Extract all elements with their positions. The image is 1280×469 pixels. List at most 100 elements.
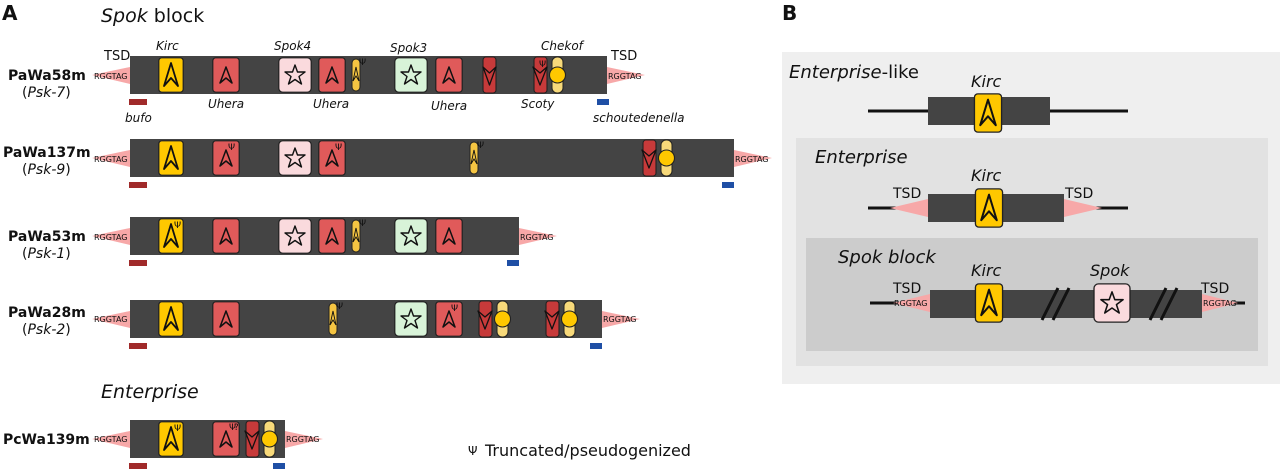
uhera-gene <box>435 57 463 93</box>
psk-label: (Psk-1) <box>22 246 71 262</box>
element-bar <box>130 56 607 94</box>
schoutedenella-marker <box>507 260 519 266</box>
tsd-label-right: TSD <box>1200 281 1229 297</box>
bufo-marker <box>129 343 147 349</box>
question-mark: ? <box>234 423 239 433</box>
spok-gene <box>278 218 312 254</box>
label-scoty: Scoty <box>521 97 555 111</box>
kirc-gene <box>975 284 1002 322</box>
motif-left: RGGTAG <box>94 435 127 444</box>
schoutedenella-marker <box>722 182 734 188</box>
element-bar <box>130 300 602 338</box>
schoutedenella-marker <box>273 463 285 469</box>
spok-gene <box>278 140 312 176</box>
spok3-gene <box>394 57 428 93</box>
spok-block-title: Spok block <box>101 5 204 27</box>
uhera-gene <box>212 140 240 176</box>
break-mark <box>1040 287 1179 321</box>
kirc-gene <box>157 300 185 338</box>
psi-mark: Ψ <box>335 143 342 153</box>
tsd-label-left: TSD <box>103 49 130 64</box>
motif-right: RGGTAG <box>286 435 319 444</box>
enterprise-title-b: Enterprise <box>815 147 908 168</box>
uhera-gene <box>435 301 463 337</box>
label-chekof: Chekof <box>541 39 585 53</box>
label-kirc: Kirc <box>971 72 1002 91</box>
tsd-label-right: TSD <box>1064 186 1093 202</box>
tsd-left-triangle <box>890 199 928 217</box>
psi-mark: Ψ <box>336 302 343 312</box>
label-uhera: Uhera <box>313 97 349 111</box>
psk-label: (Psk-2) <box>22 322 71 338</box>
row-pawa58m: PaWa58m (Psk-7) RGGTAG RGGTAG TSD TSD Ki… <box>8 39 685 125</box>
tsd-right-triangle <box>1064 199 1102 217</box>
label-kirc: Kirc <box>971 261 1002 280</box>
bufo-marker <box>129 182 147 188</box>
motif-left: RGGTAG <box>94 315 127 324</box>
label-schoutedenella: schoutedenella <box>593 111 685 125</box>
motif-left: RGGTAG <box>894 299 927 308</box>
label-bufo: bufo <box>125 111 152 125</box>
strain-name: PaWa53m <box>8 229 86 245</box>
psi-mark: Ψ <box>174 221 181 231</box>
row-pawa53m: PaWa53m (Psk-1) RGGTAG RGGTAG Ψ Ψ <box>8 217 557 266</box>
tsd-left-triangle <box>92 311 130 328</box>
schoutedenella-marker <box>597 99 609 105</box>
motif-left: RGGTAG <box>94 155 127 164</box>
uhera-gene <box>318 218 346 254</box>
tsd-right-triangle <box>285 431 323 448</box>
strain-name: PaWa58m <box>8 68 86 84</box>
psi-mark: Ψ <box>451 304 458 314</box>
uhera-gene <box>212 218 240 254</box>
tsd-right-triangle <box>519 228 557 245</box>
motif-right: RGGTAG <box>603 315 636 324</box>
uhera-gene <box>212 301 240 337</box>
kirc-gene <box>975 189 1002 227</box>
motif-right: RGGTAG <box>608 72 641 81</box>
schoutedenella-marker <box>590 343 602 349</box>
bufo-marker <box>129 99 147 105</box>
tsd-left-triangle <box>92 150 130 167</box>
psk-label: (Psk-9) <box>22 162 71 178</box>
enterprise-like-title: Enterprise-like <box>789 62 919 83</box>
legend-text: Truncated/pseudogenized <box>484 441 691 460</box>
psi-mark: Ψ <box>359 219 366 229</box>
legend-psi-symbol: Ψ <box>468 444 477 458</box>
psi-mark: Ψ <box>477 141 484 151</box>
tsd-left-triangle <box>92 431 130 448</box>
kirc-gene <box>157 139 185 177</box>
motif-right: RGGTAG <box>735 155 768 164</box>
label-kirc: Kirc <box>156 39 179 53</box>
motif-right: RGGTAG <box>1203 299 1236 308</box>
psk-label: (Psk-7) <box>22 85 71 101</box>
uhera-gene <box>318 57 346 93</box>
bufo-marker <box>129 463 147 469</box>
row-pcwa139m: PcWa139m RGGTAG RGGTAG Ψ Ψ ? <box>3 420 323 469</box>
row-pawa28m: PaWa28m (Psk-2) RGGTAG RGGTAG Ψ Ψ <box>8 300 640 349</box>
kirc-gene <box>157 56 185 94</box>
enterprise-like-diagram: Kirc <box>868 72 1128 132</box>
tsd-right-triangle <box>602 311 640 328</box>
tsd-label-left: TSD <box>892 186 921 202</box>
uhera-gene <box>212 57 240 93</box>
strain-name: PcWa139m <box>3 432 90 448</box>
panel-a-letter: A <box>2 1 18 25</box>
psi-mark: Ψ <box>359 58 366 68</box>
label-uhera: Uhera <box>208 97 244 111</box>
label-spok: Spok <box>1090 261 1130 280</box>
tsd-label-right: TSD <box>610 49 637 64</box>
tsd-left-triangle <box>92 67 130 84</box>
panel-b-letter: B <box>782 1 797 25</box>
uhera-gene <box>435 218 463 254</box>
psi-mark: Ψ <box>539 60 546 70</box>
label-kirc: Kirc <box>971 166 1002 185</box>
tsd-left-triangle <box>92 228 130 245</box>
enterprise-title: Enterprise <box>101 381 199 403</box>
tsd-label-left: TSD <box>892 281 921 297</box>
spok4-gene <box>278 57 312 93</box>
legend: Ψ Truncated/pseudogenized <box>468 441 691 460</box>
tsd-right-triangle <box>734 150 772 167</box>
strain-name: PaWa28m <box>8 305 86 321</box>
row-pawa137m: PaWa137m (Psk-9) RGGTAG RGGTAG Ψ Ψ Ψ <box>3 139 772 188</box>
